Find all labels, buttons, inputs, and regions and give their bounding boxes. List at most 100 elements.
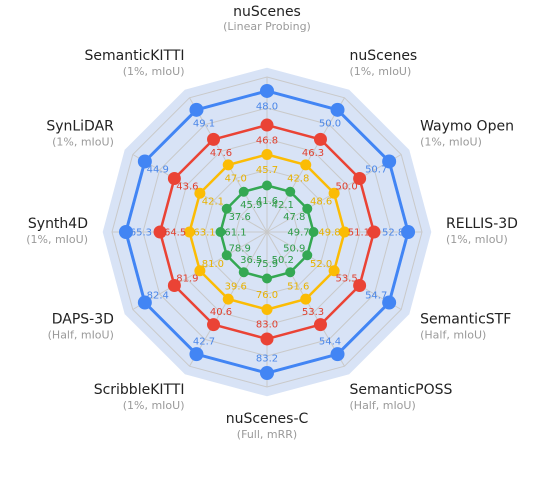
series-point: [194, 187, 206, 199]
value-label: 50.2: [272, 255, 294, 266]
series-point: [260, 83, 274, 98]
axis-title: SemanticSTF: [420, 312, 511, 328]
value-label: 42.1: [202, 196, 224, 207]
axis-subtitle: (Linear Probing): [223, 20, 311, 33]
axis-title: SynLiDAR: [46, 119, 114, 135]
series-point: [189, 347, 204, 362]
series-point: [221, 203, 232, 214]
value-label: 42.7: [193, 337, 215, 348]
series-point: [302, 250, 313, 261]
value-label: 50.7: [365, 165, 387, 176]
value-label: 52.0: [310, 259, 332, 270]
axis-title: SemanticKITTI: [85, 48, 185, 64]
value-label: 75.9: [256, 259, 278, 270]
series-point: [260, 332, 274, 346]
value-label: 48.0: [256, 101, 278, 112]
axis-title: Synth4D: [28, 216, 88, 232]
series-point: [137, 154, 152, 169]
series-point: [401, 225, 416, 239]
value-label: 41.6: [256, 196, 278, 207]
axis-title: nuScenes-C: [226, 411, 309, 427]
series-point: [221, 250, 232, 261]
value-label: 49.7: [287, 228, 309, 239]
value-label: 49.1: [193, 118, 215, 129]
value-label: 54.7: [365, 291, 387, 302]
axis-title: nuScenes: [350, 48, 418, 64]
value-label: 63.1: [193, 228, 215, 239]
value-label: 49.8: [318, 228, 340, 239]
value-label: 44.9: [147, 165, 169, 176]
series-point: [194, 265, 206, 277]
axis-subtitle: (Half, mIoU): [420, 329, 486, 342]
value-label: 47.6: [210, 148, 232, 159]
value-label: 36.5: [240, 255, 262, 266]
value-label: 46.8: [256, 136, 278, 147]
series-point: [184, 226, 195, 238]
series-point: [238, 267, 249, 278]
axis-subtitle: (1%, mIoU): [52, 136, 114, 149]
value-label: 50.9: [283, 243, 305, 254]
series-point: [222, 159, 234, 171]
series-point: [339, 226, 350, 238]
value-label: 39.6: [225, 282, 247, 293]
axis-title: Waymo Open: [420, 119, 514, 135]
axis-subtitle: (1%, mIoU): [420, 136, 482, 149]
value-label: 47.0: [225, 173, 247, 184]
series-point: [262, 273, 272, 284]
value-label: 51.6: [287, 282, 309, 293]
series-point: [222, 293, 234, 305]
value-label: 45.9: [240, 200, 262, 211]
axis-subtitle: (1%, mIoU): [350, 65, 412, 78]
axis-subtitle: (Half, mIoU): [350, 399, 416, 412]
value-label: 40.6: [210, 307, 232, 318]
value-label: 53.3: [302, 307, 324, 318]
series-point: [382, 154, 397, 169]
value-label: 42.1: [272, 200, 294, 211]
series-point: [189, 102, 204, 117]
series-point: [328, 187, 340, 199]
series-point: [367, 225, 381, 239]
series-point: [382, 295, 397, 310]
series-point: [167, 172, 181, 186]
series-point: [313, 132, 327, 146]
axis-title: DAPS-3D: [52, 312, 114, 328]
axis-title: SemanticPOSS: [350, 382, 453, 398]
value-label: 78.9: [229, 243, 251, 254]
series-point: [353, 278, 367, 292]
value-label: 50.0: [335, 182, 357, 193]
value-label: 83.0: [256, 319, 278, 330]
series-point: [260, 366, 274, 381]
series-point: [300, 293, 312, 305]
value-label: 37.6: [229, 212, 251, 223]
series-point: [285, 186, 296, 197]
series-point: [353, 172, 367, 186]
axis-subtitle: (Half, mIoU): [48, 329, 114, 342]
value-label: 76.0: [256, 290, 278, 301]
series-point: [330, 102, 345, 117]
value-label: 54.4: [319, 337, 341, 348]
value-label: 81.0: [202, 259, 224, 270]
series-point: [313, 318, 327, 332]
axis-title: RELLIS-3D: [446, 216, 518, 232]
value-label: 42.8: [287, 173, 309, 184]
series-point: [261, 304, 273, 315]
series-point: [262, 180, 272, 191]
series-point: [153, 225, 167, 239]
axis-subtitle: (Full, mRR): [237, 428, 297, 441]
series-point: [137, 295, 152, 310]
value-label: 53.5: [335, 274, 357, 285]
axis-subtitle: (1%, mIoU): [446, 233, 508, 246]
series-point: [330, 347, 345, 362]
value-label: 65.3: [130, 228, 152, 239]
series-point: [167, 278, 181, 292]
value-label: 83.2: [256, 354, 278, 365]
axis-subtitle: (1%, mIoU): [26, 233, 88, 246]
series-point: [238, 186, 249, 197]
series-point: [215, 227, 226, 237]
value-label: 81.9: [176, 274, 198, 285]
series-point: [285, 267, 296, 278]
axis-subtitle: (1%, mIoU): [123, 399, 185, 412]
value-label: 61.1: [224, 228, 246, 239]
value-label: 47.8: [283, 212, 305, 223]
